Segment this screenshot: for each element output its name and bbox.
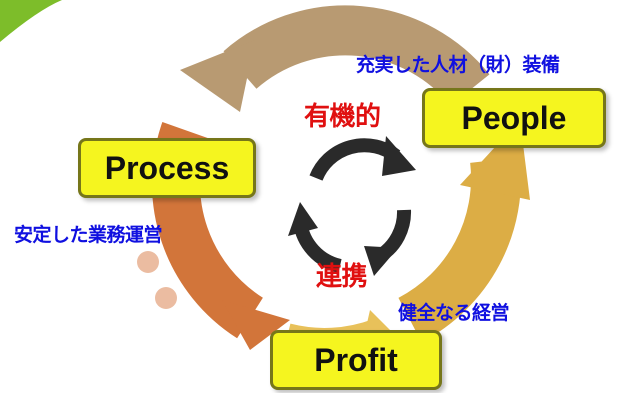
decorative-circle-icon <box>137 251 159 273</box>
profit-box: Profit <box>270 330 442 390</box>
decorative-circle-icon <box>155 287 177 309</box>
process-caption: 安定した業務運営 <box>14 224 163 246</box>
people-label: People <box>461 99 567 136</box>
cycle-arrowhead <box>382 136 416 176</box>
center-bottom-label: 連携 <box>316 262 368 292</box>
people-caption: 充実した人材（財）装備 <box>356 54 560 76</box>
center-top-label: 有機的 <box>304 102 381 132</box>
arrowhead-left <box>222 300 290 350</box>
arc-top <box>223 5 490 107</box>
cycle-arrowhead <box>288 202 318 236</box>
profit-label: Profit <box>314 341 398 378</box>
process-label: Process <box>104 149 230 186</box>
people-box: People <box>422 88 606 148</box>
process-box: Process <box>78 138 256 198</box>
corner-accent <box>0 0 62 42</box>
profit-caption: 健全なる経営 <box>398 302 510 324</box>
arrowhead-top <box>180 40 255 112</box>
cycle-arrowhead <box>364 246 398 276</box>
